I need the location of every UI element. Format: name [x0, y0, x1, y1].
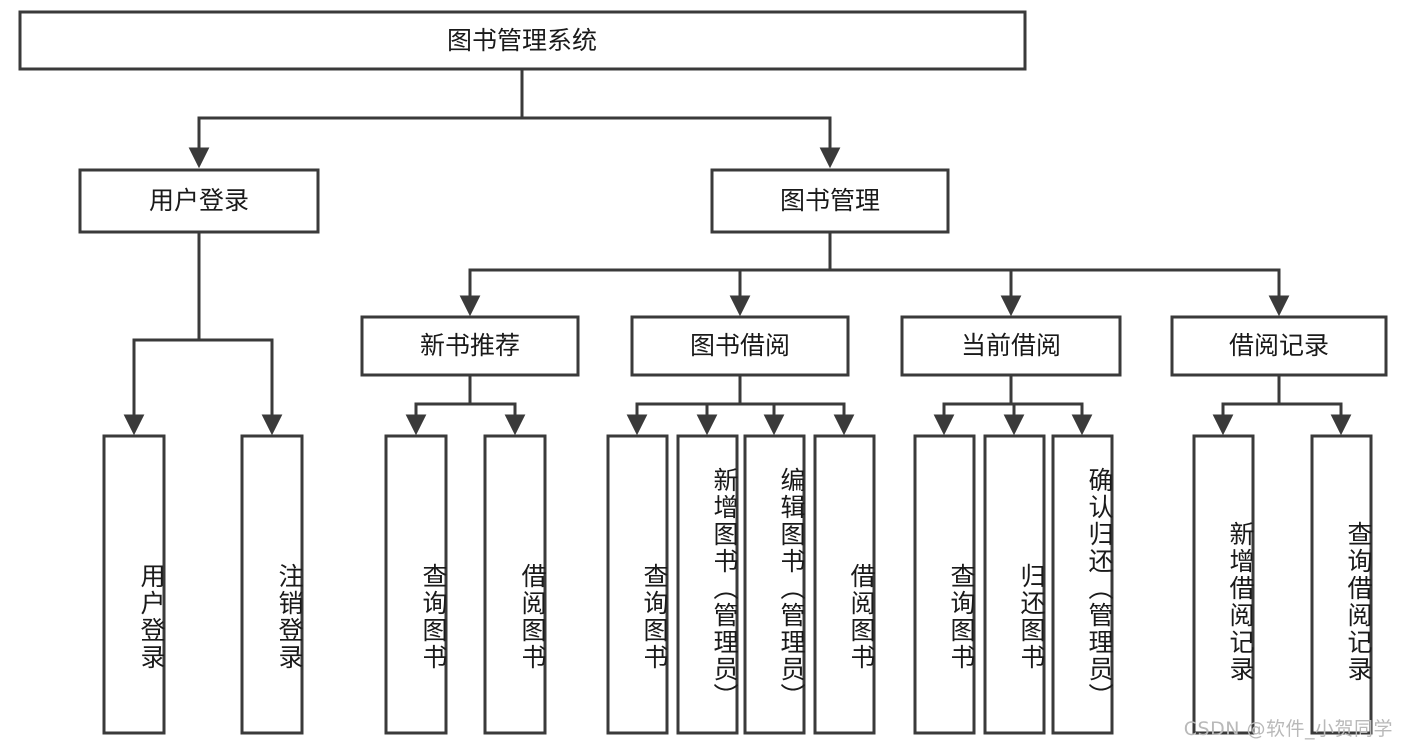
- node-borrow-records[interactable]: 借阅记录: [1170, 315, 1388, 377]
- node-new-book-recommend-label: 新书推荐: [420, 331, 520, 360]
- leaf-box-add-book-admin[interactable]: [676, 434, 739, 735]
- connector-group-user-login: [123, 230, 283, 436]
- leaf-box-query-borrow-record[interactable]: [1310, 434, 1373, 735]
- node-book-management-label: 图书管理: [780, 186, 880, 215]
- leaf-box-logout[interactable]: [240, 434, 304, 735]
- leaf-box-query-book-borrow[interactable]: [606, 434, 669, 735]
- connector-group-root: [188, 67, 841, 169]
- leaf-box-borrow-book[interactable]: [813, 434, 876, 735]
- node-book-borrow-box[interactable]: [630, 315, 850, 377]
- node-borrow-records-label: 借阅记录: [1229, 331, 1329, 360]
- node-user-login[interactable]: 用户登录: [78, 168, 320, 234]
- node-book-borrow-label: 图书借阅: [690, 331, 790, 360]
- node-root-box[interactable]: [18, 10, 1027, 71]
- node-current-borrow-label: 当前借阅: [961, 331, 1061, 360]
- node-new-book-recommend[interactable]: 新书推荐: [360, 315, 580, 377]
- node-book-borrow[interactable]: 图书借阅: [630, 315, 850, 377]
- node-user-login-label: 用户登录: [149, 186, 249, 215]
- node-current-borrow[interactable]: 当前借阅: [900, 315, 1122, 377]
- node-current-borrow-box[interactable]: [900, 315, 1122, 377]
- connector-group-records: [1212, 373, 1352, 436]
- node-book-management-box[interactable]: [710, 168, 950, 234]
- leaf-box-edit-book-admin[interactable]: [743, 434, 806, 735]
- connector-group-book-mgmt: [459, 230, 1290, 317]
- node-root-label: 图书管理系统: [447, 26, 597, 55]
- connector-group-current: [933, 373, 1093, 436]
- leaf-box-query-book-current[interactable]: [913, 434, 976, 735]
- node-user-login-box[interactable]: [78, 168, 320, 234]
- leaf-box-confirm-return-admin[interactable]: [1051, 434, 1114, 735]
- node-new-book-recommend-box[interactable]: [360, 315, 580, 377]
- leaf-box-return-book[interactable]: [983, 434, 1046, 735]
- csdn-watermark: CSDN @软件_小贺同学: [1183, 718, 1393, 740]
- leaf-box-query-book-rec[interactable]: [384, 434, 448, 735]
- leaf-boxes: [102, 434, 1373, 735]
- leaf-box-user-login[interactable]: [102, 434, 166, 735]
- node-root[interactable]: 图书管理系统: [18, 10, 1027, 71]
- connector-group-new-book: [405, 373, 526, 436]
- connector-group-borrow: [626, 373, 855, 436]
- leaf-box-borrow-book-rec[interactable]: [483, 434, 547, 735]
- node-book-management[interactable]: 图书管理: [710, 168, 950, 234]
- leaf-box-add-borrow-record[interactable]: [1192, 434, 1255, 735]
- node-borrow-records-box[interactable]: [1170, 315, 1388, 377]
